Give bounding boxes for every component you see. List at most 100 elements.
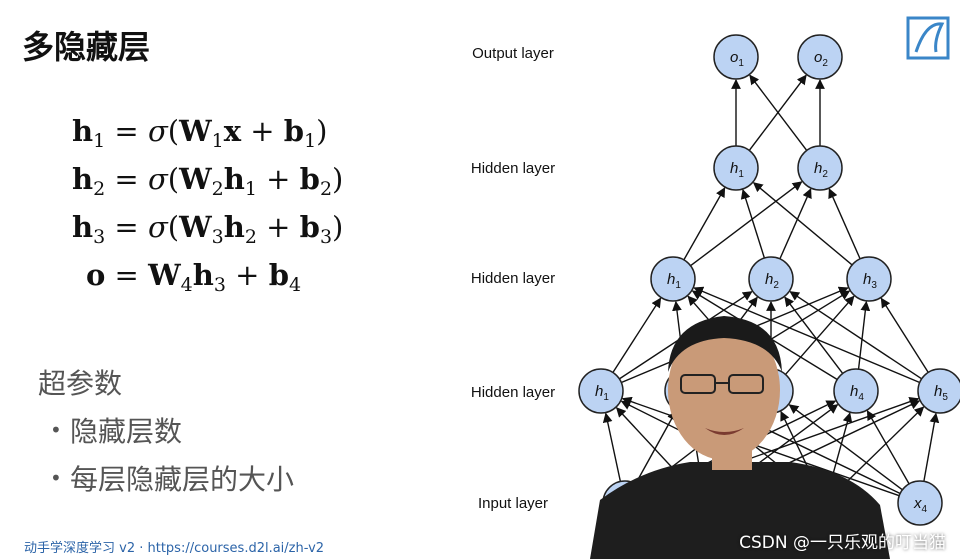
edge-arrow [621, 396, 900, 497]
node-hidden2-h3: h3 [846, 256, 892, 302]
node-circle [578, 368, 624, 414]
eq-weight-sub: 2 [211, 178, 224, 200]
layer-label: Output layer [472, 45, 554, 62]
node-circle [917, 368, 960, 414]
edge-arrow [830, 412, 853, 482]
node-hidden1-h5: h5 [917, 368, 960, 414]
edge-arrow [602, 412, 622, 482]
eq-sigma: σ [147, 210, 168, 244]
edge-arrow [683, 187, 726, 261]
node-label: h5 [934, 383, 948, 403]
eq-input: h [223, 162, 245, 196]
eq-input-sub: 3 [213, 274, 226, 296]
eq-bias-sub: 3 [319, 226, 333, 248]
node-label: o2 [814, 49, 828, 69]
eq-weight: W [148, 258, 181, 292]
edge-arrow [784, 295, 855, 375]
eq-bias-sub: 1 [304, 130, 317, 152]
equation-line: h1 = σ(W1x + b1) [72, 114, 328, 151]
node-circle [713, 34, 759, 80]
eq-equals: = [105, 162, 148, 196]
eq-paren: ) [316, 114, 328, 148]
node-label: h1 [667, 271, 681, 291]
eq-input-sub: 2 [244, 226, 257, 248]
bullet-item: • 每层隐藏层的大小 [50, 458, 294, 498]
eq-weight-sub: 1 [211, 130, 224, 152]
node-label: h4 [850, 383, 864, 403]
edge-arrow [690, 181, 803, 267]
edge-arrow [828, 188, 861, 260]
eq-bias: b [299, 210, 320, 244]
eq-bias: b [268, 258, 289, 292]
bullet-dot-icon: • [50, 418, 62, 442]
eq-weight-sub: 4 [180, 274, 193, 296]
slide-title: 多隐藏层 [22, 28, 151, 66]
presenter-hair [668, 316, 782, 372]
eq-paren: ( [167, 162, 180, 196]
bullet-dot-icon: • [50, 466, 62, 490]
edge-arrow [784, 296, 844, 374]
course-footer: 动手学深度学习 v2 · https://courses.d2l.ai/zh-v… [24, 541, 325, 556]
edge-arrow [752, 182, 853, 266]
layer-label: Hidden layer [471, 160, 555, 177]
presenter-video [590, 316, 890, 559]
eq-lhs-sub: 3 [93, 226, 106, 248]
edge-arrow [612, 297, 662, 373]
node-circle [797, 34, 843, 80]
node-circle [833, 368, 879, 414]
d2l-logo-icon [906, 16, 950, 60]
edge-arrow [840, 406, 925, 489]
edge-arrow [880, 297, 929, 373]
node-label: x4 [913, 495, 928, 515]
eq-lhs: o [86, 258, 106, 292]
bullet-text: 隐藏层数 [70, 415, 183, 448]
edge-arrow [749, 74, 808, 151]
edge-arrow [866, 410, 910, 485]
eq-bias-sub: 4 [288, 274, 302, 296]
node-circle [650, 256, 696, 302]
eq-plus: + [256, 162, 300, 196]
eq-input: h [223, 210, 245, 244]
eq-lhs: h [72, 114, 94, 148]
csdn-watermark: CSDN @一只乐观的叮当猫 [739, 533, 946, 553]
hyperparams-heading: 超参数 [38, 367, 123, 400]
equation-line: h3 = σ(W3h2 + b3) [72, 210, 343, 247]
node-circle [846, 256, 892, 302]
eq-lhs: h [72, 210, 94, 244]
edge-arrow [788, 404, 903, 491]
eq-plus: + [241, 114, 284, 148]
eq-equals: = [105, 114, 148, 148]
layer-label: Hidden layer [471, 270, 555, 287]
node-hidden1-h1: h1 [578, 368, 624, 414]
node-circle [797, 145, 843, 191]
equation-line: o = W4h3 + b4 [86, 258, 301, 295]
bullet-text: 每层隐藏层的大小 [70, 463, 295, 496]
node-label: o1 [730, 49, 744, 69]
node-hidden1-h4: h4 [833, 368, 879, 414]
node-circle [713, 145, 759, 191]
presenter-body [590, 462, 890, 559]
eq-input-sub: 1 [244, 178, 257, 200]
edge-arrow [693, 286, 920, 384]
presenter-mouth [705, 428, 744, 435]
eq-bias: b [283, 114, 305, 148]
node-label: h3 [863, 271, 877, 291]
node-output-o2: o2 [797, 34, 843, 80]
equation-line: h2 = σ(W2h1 + b2) [72, 162, 343, 199]
eq-lhs: h [72, 162, 94, 196]
eq-weight-sub: 3 [211, 226, 224, 248]
node-circle [897, 480, 943, 526]
node-hidden2-h2: h2 [748, 256, 794, 302]
layer-label: Input layer [478, 495, 548, 512]
eq-weight: W [179, 162, 212, 196]
eq-lhs-sub: 2 [93, 178, 106, 200]
node-circle [748, 256, 794, 302]
node-hidden3-h1: h1 [713, 145, 759, 191]
node-label: h1 [595, 383, 609, 403]
layer-label: Hidden layer [471, 384, 555, 401]
eq-input: x [223, 114, 242, 148]
node-output-o1: o1 [713, 34, 759, 80]
